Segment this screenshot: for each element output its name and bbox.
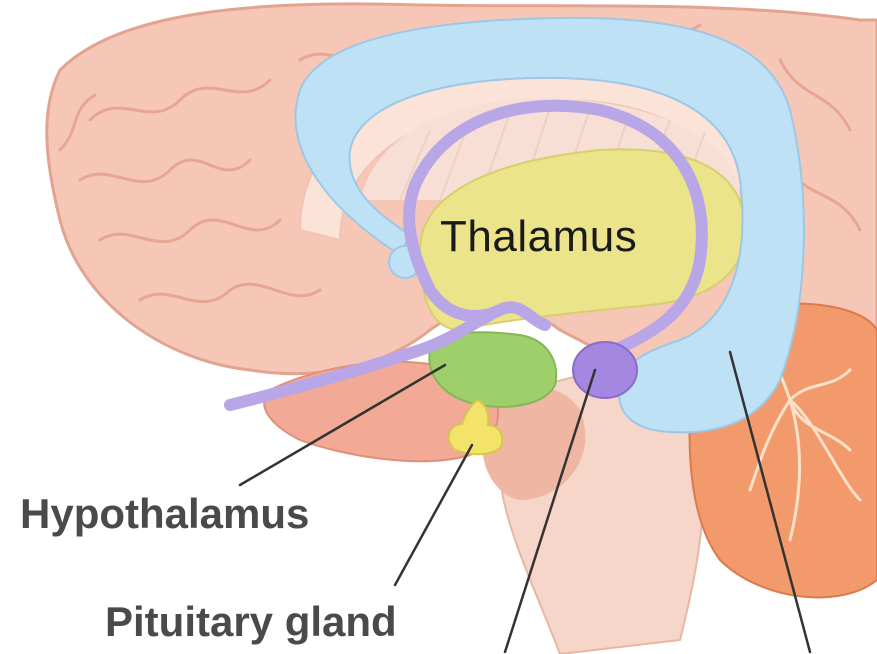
pituitary-leader-line [395,445,472,585]
mammillary-body [573,342,637,398]
hypothalamus-label: Hypothalamus [20,490,309,538]
pituitary-gland-label: Pituitary gland [105,598,397,646]
thalamus-label: Thalamus [440,212,637,262]
